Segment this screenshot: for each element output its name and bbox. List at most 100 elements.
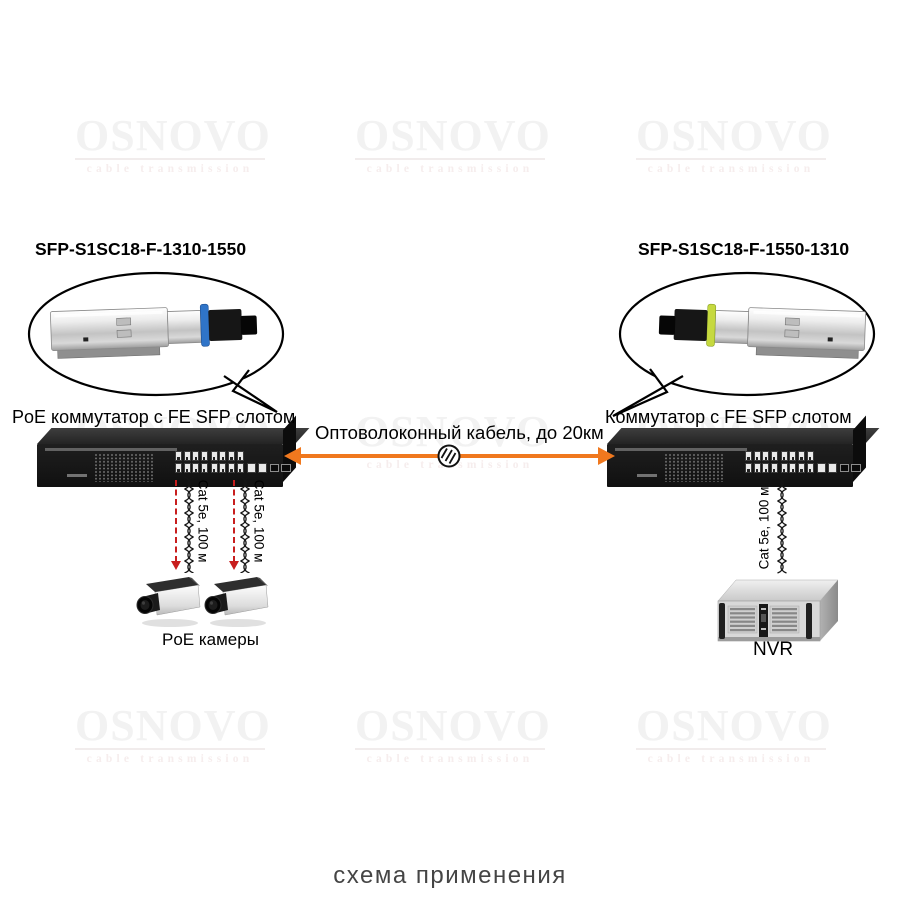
watermark-tagline: cable transmission	[86, 753, 254, 765]
downlink-arrow-line	[233, 480, 235, 562]
downlink-arrow-head-icon	[171, 561, 181, 570]
fiber-link-label: Оптоволоконный кабель, до 20км	[315, 422, 604, 443]
switch-brand-logo	[637, 474, 657, 477]
rj45-port	[797, 451, 805, 461]
sfp-latch-green	[706, 303, 717, 347]
cat5e-label: Cat 5e, 100 м	[195, 479, 211, 563]
rj45-port	[762, 462, 770, 473]
switch-top-panel	[37, 428, 310, 444]
led-matrix	[95, 454, 153, 482]
vent-grille	[730, 608, 755, 632]
rj45-port	[789, 462, 797, 473]
cameras-label: PoE камеры	[162, 630, 259, 649]
fiber-optic-symbol-icon	[437, 444, 461, 468]
rj45-port	[210, 451, 218, 461]
watermark-tagline: cable transmission	[86, 163, 254, 175]
watermark: OSNOVO cable transmission	[75, 701, 271, 765]
sfp-slot	[281, 464, 291, 472]
switch-right	[600, 415, 880, 492]
switch-model-text	[615, 448, 747, 451]
watermark: OSNOVO cable transmission	[355, 701, 551, 765]
watermark-logo: OSNOVO	[636, 111, 832, 160]
rj45-port	[753, 451, 761, 461]
nvr-device	[717, 579, 839, 642]
rj45-port	[806, 451, 814, 461]
watermark: OSNOVO cable transmission	[355, 111, 551, 175]
switch-brand-logo	[67, 474, 87, 477]
speech-bubble-left	[27, 271, 285, 413]
sfp-slot	[851, 464, 861, 472]
rj45-port	[192, 462, 200, 473]
watermark-tagline: cable transmission	[366, 753, 534, 765]
rj45-port	[175, 451, 182, 461]
poe-camera	[204, 577, 269, 627]
sc-connector	[208, 309, 243, 342]
sfp-latch-blue	[199, 303, 210, 347]
uplink-port	[257, 463, 267, 473]
fiber-link-arrow	[284, 444, 615, 468]
diagram-caption: схема применения	[333, 862, 567, 889]
rj45-port	[210, 462, 218, 473]
rj45-port	[183, 462, 191, 473]
arrow-head-left-icon	[284, 447, 301, 465]
watermark-logo: OSNOVO	[355, 701, 551, 750]
led-matrix	[665, 454, 723, 482]
sfp-slots	[839, 464, 861, 472]
rj45-port	[789, 451, 797, 461]
sfp-module-image-right	[658, 303, 867, 359]
rj45-port	[806, 462, 814, 473]
rj45-port	[192, 451, 200, 461]
rj45-port	[780, 451, 788, 461]
rj45-port	[183, 451, 191, 461]
watermark-logo: OSNOVO	[355, 111, 551, 160]
sfp-slot	[269, 464, 280, 472]
arrow-head-right-icon	[598, 447, 615, 465]
uplink-port	[816, 463, 826, 473]
rj45-port	[780, 462, 788, 473]
cat5e-label: Cat 5e, 100 м	[251, 479, 267, 563]
rj45-port	[770, 451, 778, 461]
rj45-port	[797, 462, 805, 473]
nvr-label: NVR	[753, 639, 794, 660]
watermark: OSNOVO cable transmission	[75, 111, 271, 175]
switch-left-label: PoE коммутатор с FE SFP слотом	[12, 407, 296, 427]
twisted-pair-icon	[776, 477, 788, 574]
rj45-port-group	[780, 451, 814, 473]
watermark: OSNOVO cable transmission	[636, 111, 832, 175]
uplink-ports	[816, 463, 837, 473]
watermark-tagline: cable transmission	[366, 163, 534, 175]
rj45-port	[175, 462, 182, 473]
rj45-port-group	[745, 451, 778, 473]
watermark-tagline: cable transmission	[647, 163, 815, 175]
rj45-port	[200, 462, 208, 473]
switch-model-text	[45, 448, 177, 451]
speech-bubble-right	[612, 271, 876, 418]
watermark-logo: OSNOVO	[75, 111, 271, 160]
rj45-port	[753, 462, 761, 473]
rj45-port-group	[175, 451, 208, 473]
rj45-port	[219, 451, 227, 461]
sfp-module-label-left: SFP-S1SC18-F-1310-1550	[35, 239, 247, 259]
downlink-arrow-head-icon	[229, 561, 239, 570]
rj45-port	[200, 451, 208, 461]
uplink-port	[246, 463, 256, 473]
switch-front-panel	[607, 444, 861, 487]
rj45-port	[745, 451, 752, 461]
rj45-port	[227, 451, 235, 461]
rj45-port	[227, 462, 235, 473]
rj45-port-group	[210, 451, 244, 473]
poe-camera	[136, 577, 201, 627]
watermark-logo: OSNOVO	[75, 701, 271, 750]
sfp-module-image-left	[49, 303, 258, 359]
sfp-slot	[839, 464, 850, 472]
rj45-port	[762, 451, 770, 461]
rack-handle	[719, 603, 725, 639]
rj45-port	[219, 462, 227, 473]
twisted-pair-icon	[183, 477, 195, 573]
sc-connector	[673, 309, 708, 342]
rj45-port	[745, 462, 752, 473]
cat5e-label: Cat 5e, 100 м	[756, 486, 772, 570]
rj45-port	[770, 462, 778, 473]
